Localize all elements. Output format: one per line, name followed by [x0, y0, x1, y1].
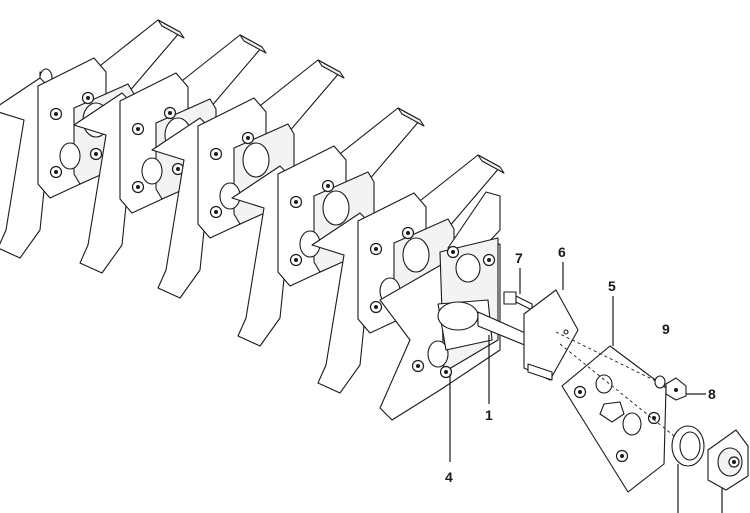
callout-5: 5	[608, 278, 616, 294]
callout-6: 6	[558, 244, 566, 260]
alignment-line-2	[559, 343, 695, 453]
callout-9: 9	[662, 321, 670, 337]
callout-8: 8	[708, 386, 716, 402]
alignment-line-1	[555, 331, 667, 387]
callout-7: 7	[515, 250, 523, 266]
bearing-plate-part	[561, 345, 667, 493]
bolt-part	[503, 291, 533, 311]
bearing-ring-part	[671, 425, 705, 467]
end-cap-part	[707, 429, 749, 491]
front-knife-assembly	[379, 191, 501, 421]
callout-4: 4	[445, 469, 453, 485]
hub-shaft-part	[437, 299, 533, 351]
callout-1: 1	[485, 407, 493, 423]
washer-nut-part	[654, 375, 687, 401]
spacer-plate-part	[523, 289, 579, 381]
